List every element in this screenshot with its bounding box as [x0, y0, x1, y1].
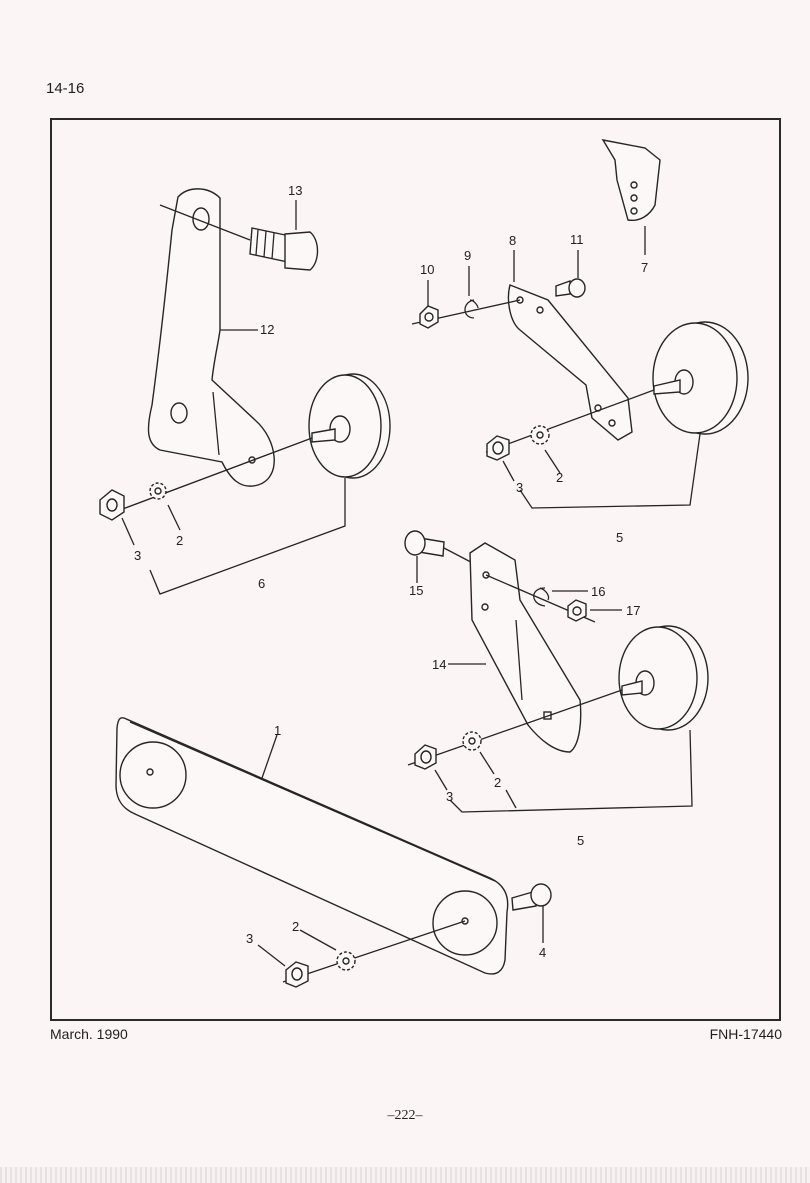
callout-3b: 3	[516, 480, 523, 495]
page-number: –222–	[387, 1108, 423, 1123]
callout-4: 4	[539, 945, 546, 960]
callout-3a: 3	[134, 548, 141, 563]
nut-3a	[99, 489, 125, 521]
callout-5b: 5	[577, 833, 584, 848]
nut-3c	[414, 744, 437, 770]
callout-9: 9	[464, 248, 471, 263]
washer-2d	[336, 951, 356, 971]
callout-12: 12	[260, 322, 274, 337]
scan-edge	[0, 1167, 810, 1183]
bolt-13	[249, 227, 319, 271]
callout-11: 11	[570, 232, 584, 247]
screw-11	[555, 278, 586, 298]
callout-2d: 2	[292, 919, 299, 934]
washer-2b	[530, 425, 550, 445]
callout-6: 6	[258, 576, 265, 591]
callout-7: 7	[641, 260, 648, 275]
callout-1: 1	[274, 723, 281, 738]
callout-16: 16	[591, 584, 605, 599]
bracket-8	[507, 284, 633, 441]
callout-17: 17	[626, 603, 640, 618]
washer-9	[464, 299, 479, 319]
reflector-5a	[652, 321, 749, 435]
nut-3d	[285, 961, 309, 988]
callout-3d: 3	[246, 931, 253, 946]
bracket-7	[601, 139, 661, 222]
callout-2c: 2	[494, 775, 501, 790]
nut-3b	[486, 435, 510, 461]
washer-2a	[149, 482, 167, 500]
diagram-frame	[50, 118, 781, 1021]
reflector-5b	[618, 625, 709, 731]
callout-15: 15	[409, 583, 423, 598]
footer-reference: FNH-17440	[709, 1026, 782, 1042]
callout-10: 10	[420, 262, 434, 277]
nut-10	[419, 305, 439, 329]
section-number: 14-16	[46, 80, 85, 97]
reflector-6	[308, 373, 391, 479]
callout-14: 14	[432, 657, 446, 672]
washer-2c	[462, 731, 482, 751]
callout-labels: 13 12 2 3 6 7 8 9 10 11 2 3 5 15 16 17 1…	[134, 183, 648, 960]
screw-4	[511, 883, 552, 911]
leader-lines	[121, 200, 701, 967]
reflector-bar-1	[115, 717, 509, 975]
washer-16	[533, 587, 550, 607]
callout-2a: 2	[176, 533, 183, 548]
callout-2b: 2	[556, 470, 563, 485]
callout-5a: 5	[616, 530, 623, 545]
callout-13: 13	[288, 183, 302, 198]
bracket-14	[469, 542, 582, 753]
screw-15	[404, 530, 445, 557]
callout-8: 8	[509, 233, 516, 248]
callout-3c: 3	[446, 789, 453, 804]
nut-17	[567, 599, 587, 622]
footer-date: March. 1990	[50, 1026, 128, 1042]
